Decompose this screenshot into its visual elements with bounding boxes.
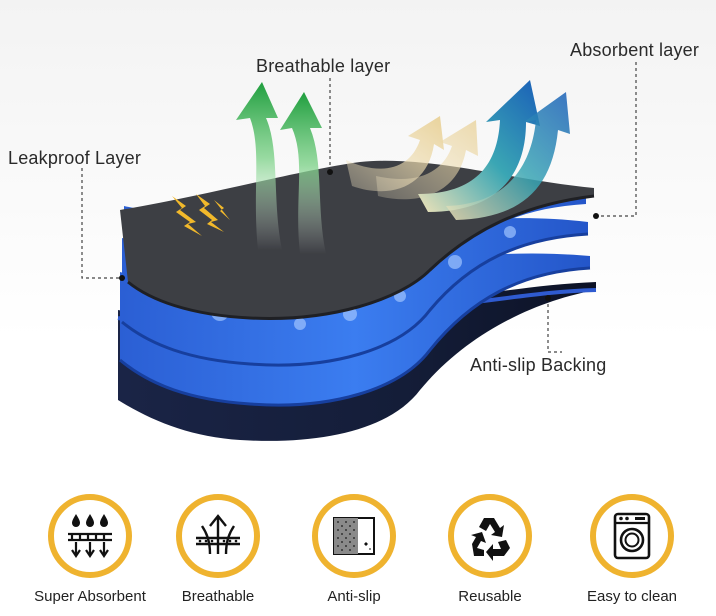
feature-label: Super Absorbent — [34, 588, 146, 605]
odor-spark-icon — [172, 194, 230, 236]
feature-reusable: Reusable — [430, 494, 550, 605]
leader-dot-absorbent — [593, 213, 599, 219]
feature-label: Easy to clean — [586, 588, 678, 605]
recycle-icon — [448, 494, 532, 578]
breathable-layer-label: Breathable layer — [256, 56, 391, 76]
leader-lines — [81, 62, 637, 353]
washing-machine-icon — [590, 494, 674, 578]
droplets-filter-icon — [48, 494, 132, 578]
anti-slip-backing-label: Anti-slip Backing — [470, 355, 607, 375]
feature-label: Anti-slip — [327, 588, 381, 605]
feature-label: Breathable — [181, 588, 255, 605]
absorbent-arrow-icon — [346, 80, 570, 220]
feature-anti-slip: Anti-slip — [294, 494, 414, 605]
breathable-arrow-icon — [236, 82, 326, 254]
feature-super-absorbent: Super Absorbent — [30, 494, 150, 605]
leakproof-layer-label: Leakproof Layer — [8, 148, 142, 168]
feature-easy-to-clean: Easy to clean — [572, 494, 692, 605]
absorbent-layer-label: Absorbent layer — [570, 40, 700, 60]
textured-pad-icon — [312, 494, 396, 578]
leader-dot-leakproof — [119, 275, 125, 281]
leader-dot-antislip — [545, 295, 551, 301]
air-flow-icon — [176, 494, 260, 578]
feature-breathable: Breathable — [158, 494, 278, 605]
feature-label: Reusable — [458, 588, 522, 605]
leader-dot-breathable — [327, 169, 333, 175]
